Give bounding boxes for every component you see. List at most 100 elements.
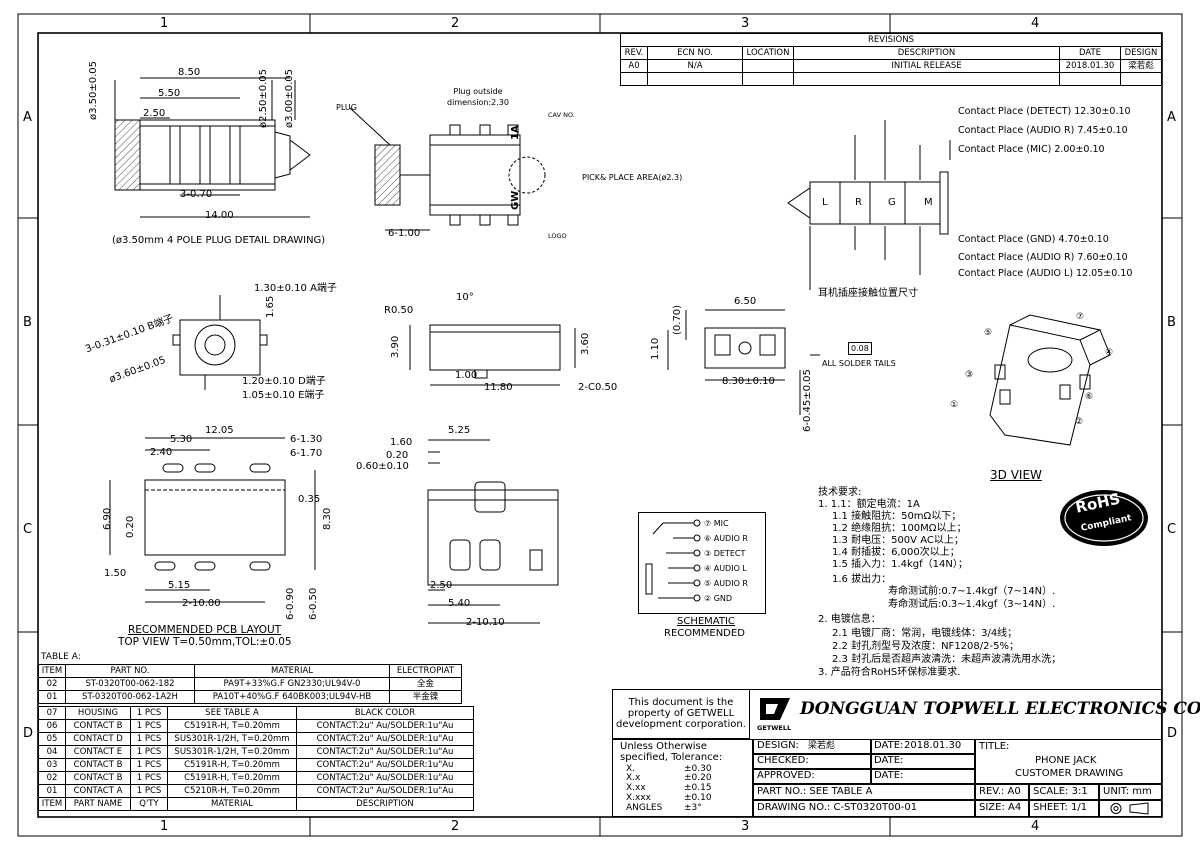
date-label: DATE: xyxy=(874,740,904,751)
size-value: SIZE: A4 xyxy=(979,802,1022,813)
title-line-2: CUSTOMER DRAWING xyxy=(1015,768,1124,779)
table-a-header-part: PART NO. xyxy=(65,664,195,678)
req-line-1: 1.1 接触阻抗：50mΩ以下； xyxy=(832,511,962,522)
rev-value: REV.: A0 xyxy=(979,786,1021,797)
col-label-1: 1 xyxy=(160,16,169,31)
bom-cell: SUS301R-1/2H, T=0.20mm xyxy=(167,745,297,759)
pcb-dim-150: 1.50 xyxy=(104,568,127,579)
pick-place-label: PICK& PLACE AREA(ø2.3) xyxy=(582,173,683,182)
bom-cell: CONTACT:2u" Au/SOLDER:1u"Au xyxy=(296,745,474,759)
bom-cell: 1 PCS xyxy=(130,706,168,720)
schem-pin-audio-r-2: ⑤ AUDIO R xyxy=(704,579,748,588)
rev-row-date: 2018.01.30 xyxy=(1059,59,1121,73)
plug-label: PLUG xyxy=(336,103,357,112)
plug-dim-850: 8.50 xyxy=(178,67,201,78)
row-label-c-right: C xyxy=(1167,522,1177,537)
bom-cell: CONTACT B xyxy=(65,771,131,785)
design-label: DESIGN: xyxy=(757,740,799,751)
req-line-0: 1. 1.1：额定电流：1A xyxy=(818,499,920,510)
bom-cell: C5191R-H, T=0.20mm xyxy=(167,758,297,772)
req-line-11: 2.2 封孔剂型号及浓度：NF1208/2-5%； xyxy=(832,641,1019,652)
pcb-dim-515: 5.15 xyxy=(168,580,191,591)
bom-header-part-name: PART NAME xyxy=(65,797,131,811)
top-dim-r050: R0.50 xyxy=(384,305,414,316)
col-label-3-bottom: 3 xyxy=(741,819,750,834)
bom-cell: 02 xyxy=(38,771,66,785)
pcb-dim-830: 8.30 xyxy=(322,507,333,530)
bom-cell: 05 xyxy=(38,732,66,746)
tol-x-value: ±0.30 xyxy=(684,764,712,774)
rev-row-location xyxy=(742,59,794,73)
end-dim-830: 8.30±0.10 xyxy=(722,376,775,387)
checked-date-cell xyxy=(871,754,975,769)
title-line-1: PHONE JACK xyxy=(1035,755,1097,766)
top-dim-1180: 11.80 xyxy=(484,382,513,393)
checked-date-label: DATE: xyxy=(874,755,904,766)
title-cell xyxy=(975,739,1162,784)
schematic-caption: SCHEMATIC xyxy=(677,616,735,627)
jack-side-view-drawing xyxy=(349,107,546,231)
table-a-cell: PA9T+33%G.F GN2330;UL94V-0 xyxy=(194,677,390,691)
bom-header-qty: Q'TY xyxy=(130,797,168,811)
rev-row-description: INITIAL RELEASE xyxy=(793,59,1060,73)
row-label-a: A xyxy=(23,110,32,125)
plug-dim-dia-250: ø2.50±0.05 xyxy=(258,68,269,128)
req-line-12: 2.3 封孔后是否超声波清洗：未超声波清洗用水洗； xyxy=(832,654,1062,665)
contact-caption: 耳机插座接触位置尺寸 xyxy=(818,288,918,299)
iso-callout-7: ⑦ xyxy=(1076,312,1085,322)
req-line-8: 寿命测试后:0.3~1.4kgf（3~14N）. xyxy=(888,599,1056,610)
bom-cell: CONTACT B xyxy=(65,758,131,772)
bom-cell: 1 PCS xyxy=(130,745,168,759)
req-line-3: 1.3 耐电压：500V AC以上； xyxy=(832,535,964,546)
schem-pin-gnd: ② GND xyxy=(704,594,733,603)
bom-cell: 1 PCS xyxy=(130,719,168,733)
table-a-cell: 半金镍 xyxy=(389,690,462,704)
table-a-label: TABLE A: xyxy=(41,652,81,662)
unit-cell xyxy=(1099,784,1162,800)
date-value: 2018.01.30 xyxy=(904,740,962,751)
bom-cell: 1 PCS xyxy=(130,758,168,772)
pcb-dim-6-170: 6-1.70 xyxy=(290,448,323,459)
table-a-cell: 02 xyxy=(38,677,66,691)
sheet-value: SHEET: 1/1 xyxy=(1033,802,1088,813)
bom-cell: 1 PCS xyxy=(130,784,168,798)
rev-header-design: DESIGN xyxy=(1120,46,1162,60)
req-title: 技术要求: xyxy=(818,487,862,498)
plug-dim-1400: 14.00 xyxy=(205,210,234,221)
front-dim-a: 1.30±0.10 A端子 xyxy=(254,283,337,294)
row-label-b: B xyxy=(23,315,32,330)
col-label-3: 3 xyxy=(741,16,750,31)
rev-row-ecn: N/A xyxy=(647,59,743,73)
getwell-logo-text: GETWELL xyxy=(757,724,792,732)
contact-detect: Contact Place (DETECT) 12.30±0.10 xyxy=(958,106,1131,117)
property-note-box xyxy=(612,689,750,739)
end-dim-650: 6.50 xyxy=(734,296,757,307)
rev-header-location: LOCATION xyxy=(742,46,794,60)
mark-gw: GW xyxy=(510,190,521,210)
rev-header-ecn: ECN NO. xyxy=(647,46,743,60)
side-dim-6-100: 6-1.00 xyxy=(388,228,421,239)
plug-outside-dim: Plug outside dimension:2.30 xyxy=(447,87,509,107)
front-dim-e: 1.05±0.10 E端子 xyxy=(242,390,325,401)
iso-callout-5: ⑤ xyxy=(984,328,993,338)
logo-label: LOGO xyxy=(548,232,567,240)
req-line-13: 3. 产品符合RoHS环保标准要求. xyxy=(818,667,961,678)
pcb-dim-2-1000: 2-10.00 xyxy=(182,598,221,609)
top-side-view-drawing xyxy=(409,324,576,386)
title-label: TITLE: xyxy=(979,741,1010,752)
pcb-layout-drawing xyxy=(109,437,316,603)
bom-cell: HOUSING xyxy=(65,706,131,720)
rohs-badge-icon xyxy=(1060,490,1148,546)
company-name: DONGGUAN TOPWELL ELECTRONICS CO.,LTD. xyxy=(800,699,1200,719)
tol-x-label: X. xyxy=(626,764,636,774)
part-no-cell xyxy=(753,784,975,800)
plug-dim-dia-300: ø3.00±0.05 xyxy=(284,68,295,128)
bom-header-description: DESCRIPTION xyxy=(296,797,474,811)
table-a-cell: 全金 xyxy=(389,677,462,691)
getwell-logo-icon xyxy=(760,698,790,720)
size-cell xyxy=(975,800,1029,817)
